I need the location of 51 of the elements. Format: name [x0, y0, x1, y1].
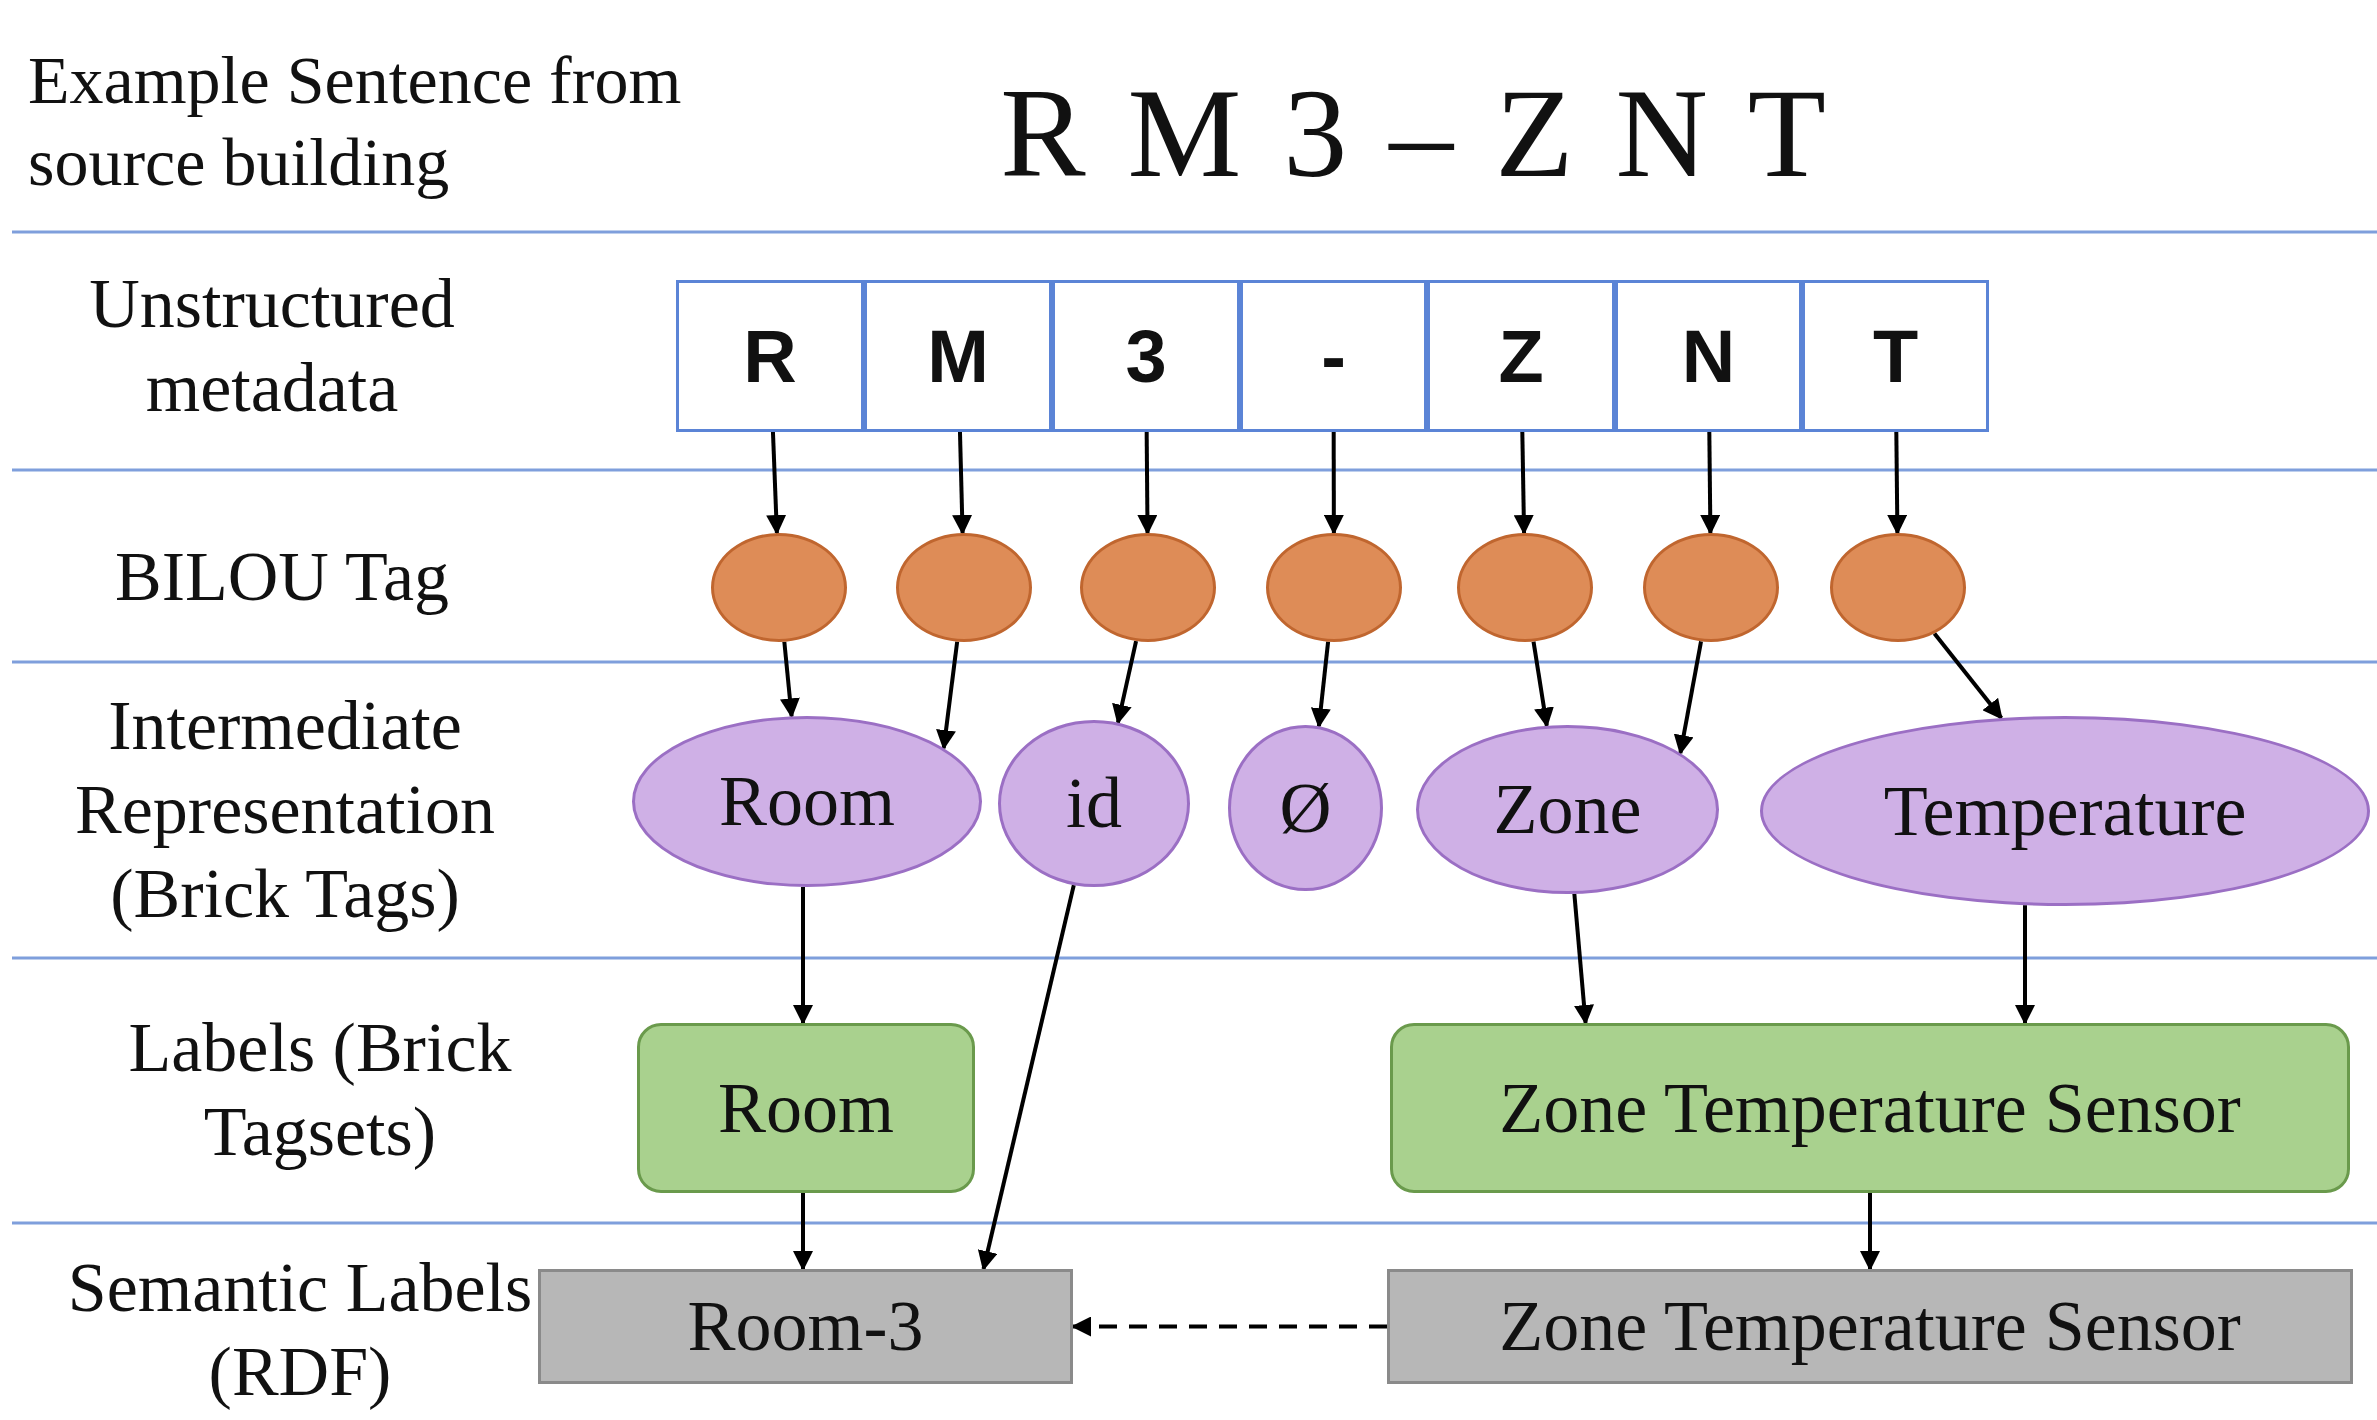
arrow: [1137, 432, 1158, 535]
metadata-character: M: [927, 313, 989, 399]
arrow: [1700, 431, 1721, 535]
node-label: id: [1066, 762, 1122, 845]
arrow: [793, 1193, 813, 1271]
metadata-character: 3: [1125, 313, 1167, 399]
metadata-cell: [1052, 280, 1240, 432]
arrow: [766, 431, 787, 535]
metadata-cell: [1427, 280, 1615, 432]
arrow: [952, 431, 973, 535]
row-label: Semantic Labels (RDF): [66, 1248, 534, 1412]
metadata-character: -: [1321, 313, 1346, 399]
node-label: Temperature: [1883, 769, 2247, 853]
arrow: [2015, 905, 2035, 1025]
arrow: [936, 641, 960, 751]
example-sentence: R M 3 – Z N T: [999, 69, 1827, 197]
arrow: [1572, 893, 1594, 1025]
node-label: Ø: [1279, 766, 1332, 850]
metadata-character: N: [1681, 313, 1736, 399]
row-label: Unstructured metadata: [88, 264, 456, 428]
dashed-arrow: [1071, 1316, 1387, 1337]
metadata-cell: [1615, 280, 1802, 432]
heading: Example Sentence from source building: [28, 41, 683, 202]
metadata-cell: [864, 280, 1052, 432]
arrow: [1673, 641, 1703, 756]
metadata-cell: [1240, 280, 1427, 432]
arrow: [977, 884, 1076, 1271]
node-label: Zone: [1493, 768, 1642, 851]
row-label: Labels (Brick Tagsets): [127, 1008, 513, 1172]
row-label: Intermediate Representation (Brick Tags): [74, 686, 496, 934]
tagset-box: [1390, 1023, 2350, 1193]
node-label: Zone Temperature Sensor: [1499, 1285, 2241, 1368]
node-label: Zone Temperature Sensor: [1499, 1066, 2241, 1150]
metadata-character: Z: [1498, 313, 1544, 399]
arrow: [1323, 432, 1344, 535]
arrow: [1310, 641, 1331, 729]
row-label: BILOU Tag: [113, 537, 450, 617]
metadata-character: R: [743, 313, 797, 399]
tagset-box: [637, 1023, 975, 1193]
semantic-label-box: [538, 1269, 1073, 1384]
node-label: Room-3: [687, 1285, 924, 1368]
arrow: [793, 887, 813, 1025]
node-label: Room: [718, 1066, 894, 1150]
metadata-cell: [676, 280, 864, 432]
arrow: [1513, 431, 1534, 535]
metadata-cell: [1802, 280, 1989, 432]
arrow: [1860, 1193, 1880, 1271]
arrow: [1887, 431, 1908, 535]
node-label: Room: [719, 760, 895, 843]
metadata-character: T: [1872, 313, 1919, 399]
semantic-label-box: [1387, 1269, 2353, 1384]
